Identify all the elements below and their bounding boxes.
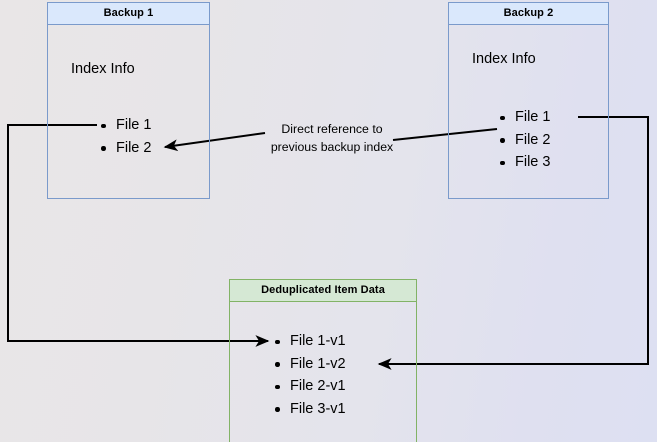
backup1-index-info-label: Index Info <box>71 61 135 77</box>
annotation-text-line2: previous backup index <box>270 140 394 154</box>
backup2-list-item: File 1 <box>500 106 550 129</box>
backup2-list-item: File 2 <box>500 129 550 152</box>
annotation-text-line1: Direct reference to <box>281 122 383 136</box>
backup2-file-list: File 1 File 2 File 3 <box>500 106 550 174</box>
backup1-file-list: File 1 File 2 <box>101 114 151 159</box>
backup1-header: Backup 1 <box>47 2 210 25</box>
backup1-list-item: File 2 <box>101 137 151 160</box>
backup1-list-item: File 1 <box>101 114 151 137</box>
backup2-header: Backup 2 <box>448 2 609 25</box>
dedup-list-item: File 1-v1 <box>275 330 346 353</box>
dedup-list-item: File 1-v2 <box>275 353 346 376</box>
backup2-list-item: File 3 <box>500 151 550 174</box>
backup1-box <box>47 2 210 199</box>
dedup-list-item: File 3-v1 <box>275 398 346 421</box>
dedup-header: Deduplicated Item Data <box>229 279 417 302</box>
dedup-list-item: File 2-v1 <box>275 375 346 398</box>
backup2-index-info-label: Index Info <box>472 51 536 67</box>
dedup-file-list: File 1-v1 File 1-v2 File 2-v1 File 3-v1 <box>275 330 346 420</box>
